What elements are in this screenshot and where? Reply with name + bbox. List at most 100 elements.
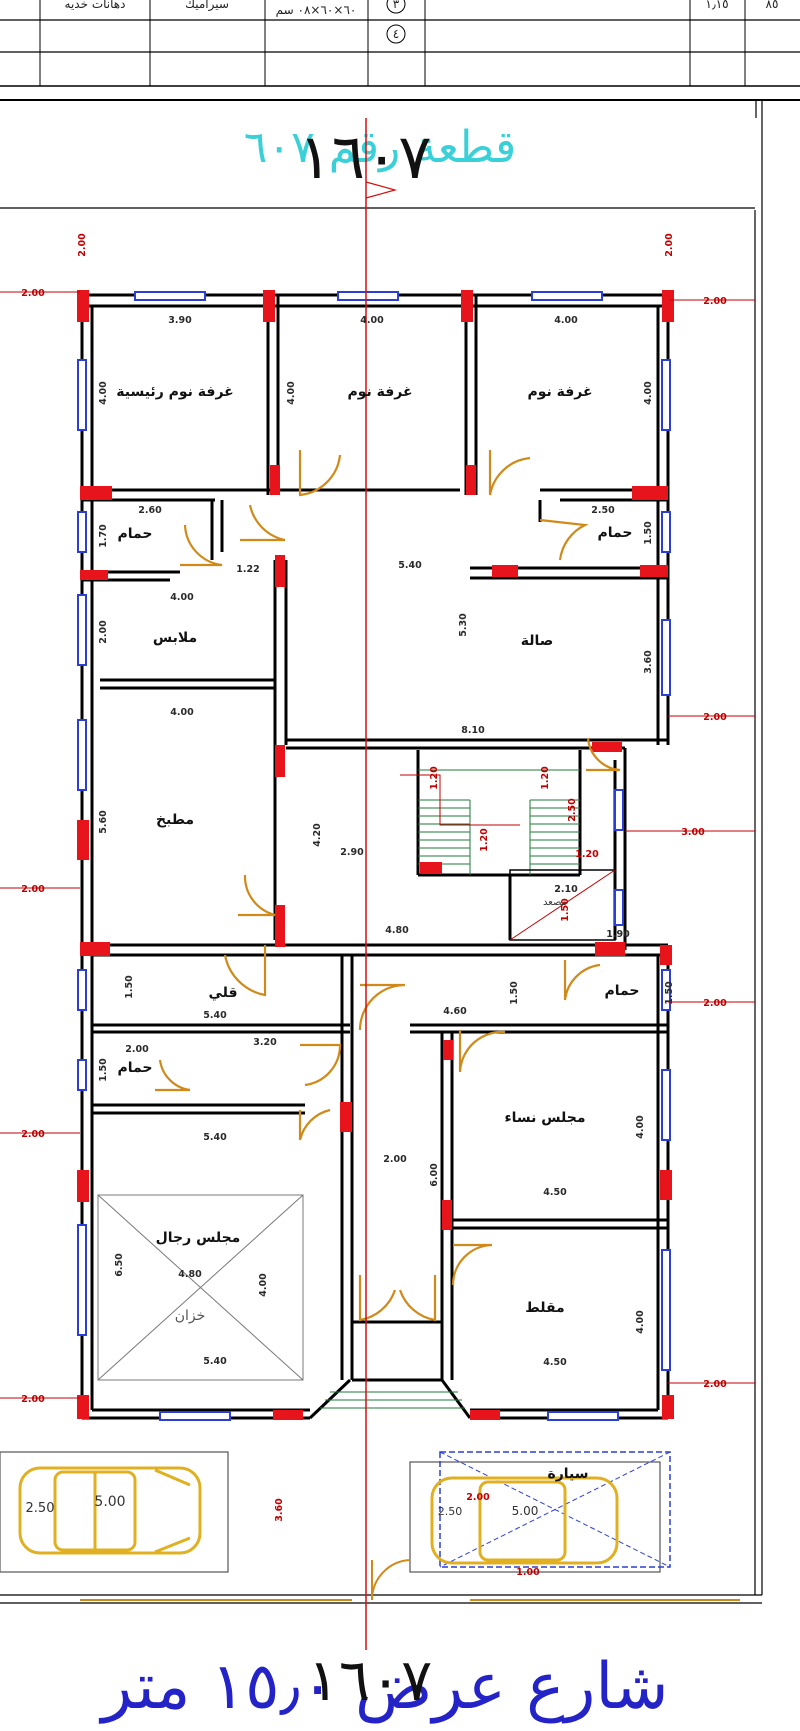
dim-label: 2.50 (567, 798, 578, 822)
schedule-table: دهانات خديه سيراميك ٦٠×٦٠×٠٨ سم ٣ ٤ ١٫١٥… (0, 0, 800, 101)
room-label: مصعد (543, 897, 567, 908)
ceiling-x (97, 1194, 304, 1381)
columns (77, 290, 674, 1420)
side-dim-label: 3.00 (681, 827, 705, 838)
room-label: حمام (598, 525, 633, 541)
side-dim-label: 2.00 (703, 998, 727, 1009)
side-dim-label: 2.00 (703, 296, 727, 307)
dim-label: 2.00 (466, 1492, 490, 1503)
schedule-cell: سيراميك (185, 0, 229, 12)
dim-label: 4.50 (543, 1357, 567, 1368)
dim-label: 1.20 (479, 828, 490, 852)
room-label: غرفة نوم رئيسية (116, 384, 233, 400)
dim-label: 5.30 (458, 613, 469, 637)
street-label: شارع عرض ١٥٫٠ متر (99, 1650, 669, 1724)
room-label: مجلس رجال (156, 1230, 241, 1246)
dim-label: 1.90 (606, 929, 630, 940)
car-left: 5.00 2.50 (0, 1451, 229, 1573)
plot-number-handwritten: ١٦٠٧ (298, 120, 431, 193)
dim-label: 2.10 (554, 884, 578, 895)
dim-label: 4.00 (554, 315, 578, 326)
car-length-label: 5.00 (512, 1504, 539, 1518)
dim-label: 4.00 (635, 1115, 646, 1139)
dim-label: 1.20 (540, 766, 551, 790)
dim-label: 5.60 (98, 810, 109, 834)
room-label: ملابس (153, 630, 197, 646)
staircase (400, 769, 580, 875)
dim-label: 2.00 (98, 620, 109, 644)
room-label: حمام (118, 1060, 153, 1076)
dim-label: 4.50 (543, 1187, 567, 1198)
side-dim-label: 2.00 (703, 712, 727, 723)
dim-label: 3.20 (253, 1037, 277, 1048)
dim-label: 3.60 (643, 650, 654, 674)
schedule-cell: ٨٥ (766, 0, 779, 11)
car-width-label: 2.50 (26, 1501, 55, 1516)
dim-label: 4.20 (312, 823, 323, 847)
side-dim-label: 2.00 (664, 233, 675, 257)
dim-label: 1.50 (643, 521, 654, 545)
schedule-cell: دهانات خديه (65, 0, 126, 11)
dim-label: 2.00 (383, 1154, 407, 1165)
room-label: غرفة نوم (527, 384, 592, 400)
side-dim-label: 2.00 (21, 288, 45, 299)
room-label: قلي (208, 985, 237, 1001)
axis-marker (365, 181, 398, 199)
dim-label: 4.00 (643, 381, 654, 405)
windows (77, 291, 671, 1421)
dim-label: 2.00 (125, 1044, 149, 1055)
entry-steps (320, 1391, 465, 1409)
car-right: سيارة 5.00 2.50 2.00 1.00 (409, 1451, 671, 1578)
dim-label: 6.50 (114, 1253, 125, 1277)
schedule-item-number: ٣ (393, 0, 400, 11)
dim-label: 5.40 (203, 1356, 227, 1367)
dim-label: 1.20 (575, 849, 599, 860)
plot-boundary (0, 100, 763, 1604)
dim-label: 1.20 (429, 766, 440, 790)
dim-label: 2.60 (138, 505, 162, 516)
side-dim-label: 2.00 (21, 1129, 45, 1140)
dim-label: 3.90 (168, 315, 192, 326)
dim-label: 8.10 (461, 725, 485, 736)
room-label: حمام (118, 526, 153, 542)
room-label: مطبخ (156, 812, 194, 828)
dim-label: 2.50 (591, 505, 615, 516)
doors (155, 450, 621, 1322)
street-number-handwritten: ١٦٠٧ (308, 1646, 433, 1714)
side-dim-label: 2.00 (21, 1394, 45, 1405)
room-label: خزان (175, 1308, 206, 1324)
dim-label: 1.70 (98, 524, 109, 548)
dim-label: 4.00 (635, 1310, 646, 1334)
dim-label: 4.60 (443, 1006, 467, 1017)
room-label: مجلس نساء (504, 1110, 585, 1126)
dim-label: 6.00 (429, 1163, 440, 1187)
dim-label: 2.90 (340, 847, 364, 858)
dim-label: 1.50 (664, 981, 675, 1005)
dim-label: 4.80 (178, 1269, 202, 1280)
dim-label: 4.00 (98, 381, 109, 405)
room-label: حمام (605, 983, 640, 999)
room-label: مقلط (525, 1300, 564, 1316)
dimension-labels: 3.90 4.00 4.00 4.00 4.00 4.00 2.60 1.70 … (77, 233, 675, 1522)
dim-label: 5.40 (203, 1010, 227, 1021)
car-length-label: 5.00 (94, 1494, 125, 1510)
dim-label: 1.50 (509, 981, 520, 1005)
schedule-cell: ١٫١٥ (705, 0, 728, 11)
dim-label: 1.00 (516, 1567, 540, 1578)
dim-label: 1.50 (560, 898, 571, 922)
side-dim-label: 2.00 (703, 1379, 727, 1390)
plot-title: قطعة رقم ٦٠٧ (244, 122, 516, 173)
dim-label: 4.00 (170, 592, 194, 603)
dim-label: 2.00 (77, 233, 88, 257)
dim-label: 4.00 (360, 315, 384, 326)
room-label: غرفة نوم (347, 384, 412, 400)
schedule-cell: ٦٠×٦٠×٠٨ سم (276, 3, 357, 17)
room-label: صالة (521, 633, 554, 649)
dim-label: 4.00 (170, 707, 194, 718)
schedule-item-number: ٤ (393, 27, 399, 41)
room-labels: غرفة نوم رئيسية غرفة نوم غرفة نوم حمام ح… (116, 384, 639, 1324)
front-gate (80, 1559, 740, 1601)
dim-label: 5.40 (203, 1132, 227, 1143)
dim-label: 1.22 (236, 564, 259, 575)
dim-label: 4.00 (286, 381, 297, 405)
